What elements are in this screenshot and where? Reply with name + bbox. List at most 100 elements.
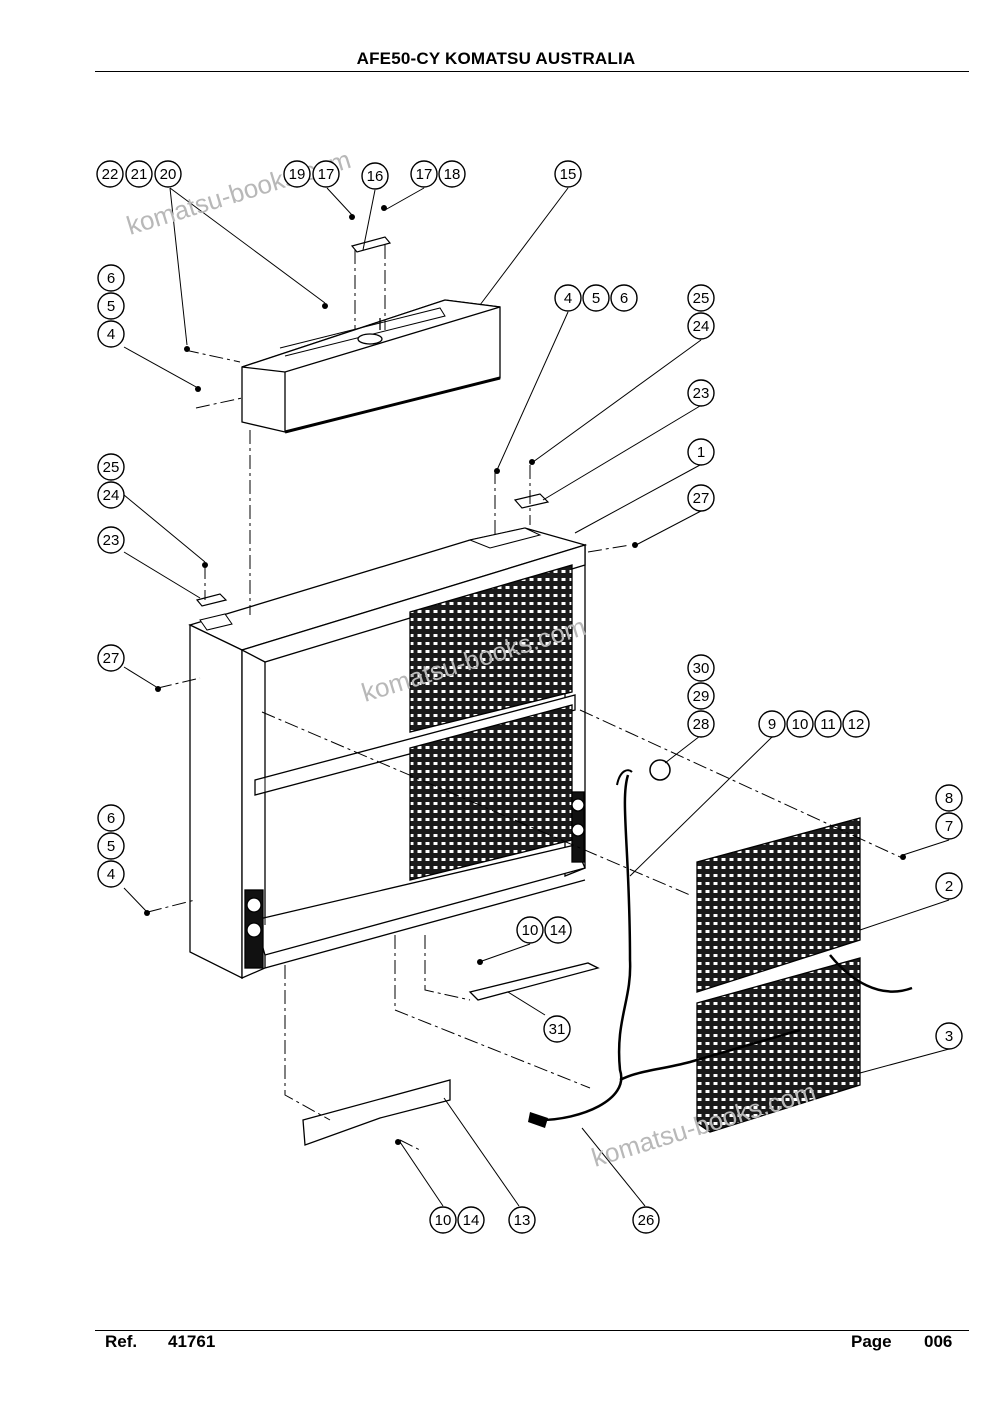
callout-circle — [544, 916, 572, 944]
callout-circle — [283, 160, 311, 188]
callout-number: 5 — [107, 298, 115, 315]
callout-21: 21 — [125, 160, 153, 188]
callout-10: 10 — [516, 916, 544, 944]
callout-6: 6 — [97, 804, 125, 832]
callout-number: 21 — [131, 166, 148, 183]
callout-6: 6 — [610, 284, 638, 312]
callout-number: 4 — [107, 326, 115, 343]
callout-circle — [687, 284, 715, 312]
plate-16 — [350, 236, 392, 253]
callout-9: 9 — [758, 710, 786, 738]
callout-4: 4 — [97, 320, 125, 348]
ref-label: Ref. — [105, 1332, 138, 1351]
callout-circle — [786, 710, 814, 738]
callout-26: 26 — [632, 1206, 660, 1234]
callout-number: 22 — [102, 166, 119, 183]
callout-15: 15 — [554, 160, 582, 188]
callout-circle — [935, 872, 963, 900]
callout-number: 20 — [160, 166, 177, 183]
callout-circle — [97, 832, 125, 860]
callout-circle — [438, 160, 466, 188]
callout-number: 28 — [693, 716, 710, 733]
callout-30: 30 — [687, 654, 715, 682]
callout-circle — [687, 312, 715, 340]
callout-number: 23 — [103, 532, 120, 549]
callout-number: 25 — [103, 459, 120, 476]
callout-13: 13 — [508, 1206, 536, 1234]
callout-11: 11 — [814, 710, 842, 738]
callout-circle — [687, 654, 715, 682]
callout-circle — [935, 812, 963, 840]
callout-16: 16 — [361, 162, 389, 190]
callout-circle — [429, 1206, 457, 1234]
callout-number: 5 — [107, 838, 115, 855]
callout-circle — [97, 292, 125, 320]
callout-circle — [687, 710, 715, 738]
callout-number: 9 — [768, 716, 776, 733]
callout-circle — [687, 682, 715, 710]
callout-number: 29 — [693, 688, 710, 705]
header-rule — [95, 71, 969, 72]
callout-circle — [457, 1206, 485, 1234]
callout-circle — [97, 804, 125, 832]
callout-circle — [610, 284, 638, 312]
callout-circle — [97, 453, 125, 481]
callout-circle — [687, 438, 715, 466]
callout-circle — [154, 160, 182, 188]
ref-value: 41761 — [168, 1332, 216, 1351]
callout-8: 8 — [935, 784, 963, 812]
callout-circle — [361, 162, 389, 190]
callout-19: 19 — [283, 160, 311, 188]
callout-number: 27 — [103, 650, 120, 667]
callout-number: 3 — [945, 1028, 953, 1045]
callout-28: 28 — [687, 710, 715, 738]
callout-25: 25 — [97, 453, 125, 481]
plate-23-right — [513, 493, 550, 509]
callout-10: 10 — [786, 710, 814, 738]
callout-number: 7 — [945, 818, 953, 835]
callout-circle — [582, 284, 610, 312]
footer-rule — [95, 1330, 969, 1331]
callout-number: 10 — [522, 922, 539, 939]
page-title: AFE50-CY KOMATSU AUSTRALIA — [356, 49, 636, 68]
callout-circle — [96, 160, 124, 188]
callout-circle — [97, 481, 125, 509]
callout-number: 25 — [693, 290, 710, 307]
callout-circle — [554, 284, 582, 312]
callout-circle — [935, 784, 963, 812]
callout-1: 1 — [687, 438, 715, 466]
callout-circle — [312, 160, 340, 188]
harness-plug — [528, 1112, 548, 1128]
top-cover-box — [241, 299, 501, 434]
grille-lower — [696, 957, 861, 1133]
callout-number: 2 — [945, 878, 953, 895]
callout-2: 2 — [935, 872, 963, 900]
callout-number: 5 — [592, 290, 600, 307]
callout-number: 17 — [318, 166, 335, 183]
callout-circle — [814, 710, 842, 738]
callout-22: 22 — [96, 160, 124, 188]
callout-number: 27 — [693, 490, 710, 507]
callout-24: 24 — [687, 312, 715, 340]
callout-circle — [97, 860, 125, 888]
callout-4: 4 — [97, 860, 125, 888]
callout-circle — [935, 1022, 963, 1050]
plate-23-left — [195, 593, 228, 607]
assembly-lines — [147, 245, 901, 1151]
watermark: komatsu-books.com — [123, 144, 354, 241]
callout-27: 27 — [97, 644, 125, 672]
callout-number: 4 — [107, 866, 115, 883]
callout-circle — [97, 264, 125, 292]
grille-upper — [696, 817, 861, 993]
callout-circle — [410, 160, 438, 188]
callout-number: 11 — [820, 716, 836, 733]
callout-circle — [97, 320, 125, 348]
callout-12: 12 — [842, 710, 870, 738]
callout-17: 17 — [312, 160, 340, 188]
callout-number: 30 — [693, 660, 710, 677]
callout-29: 29 — [687, 682, 715, 710]
lamp-holder — [616, 769, 633, 786]
callout-circle — [554, 160, 582, 188]
